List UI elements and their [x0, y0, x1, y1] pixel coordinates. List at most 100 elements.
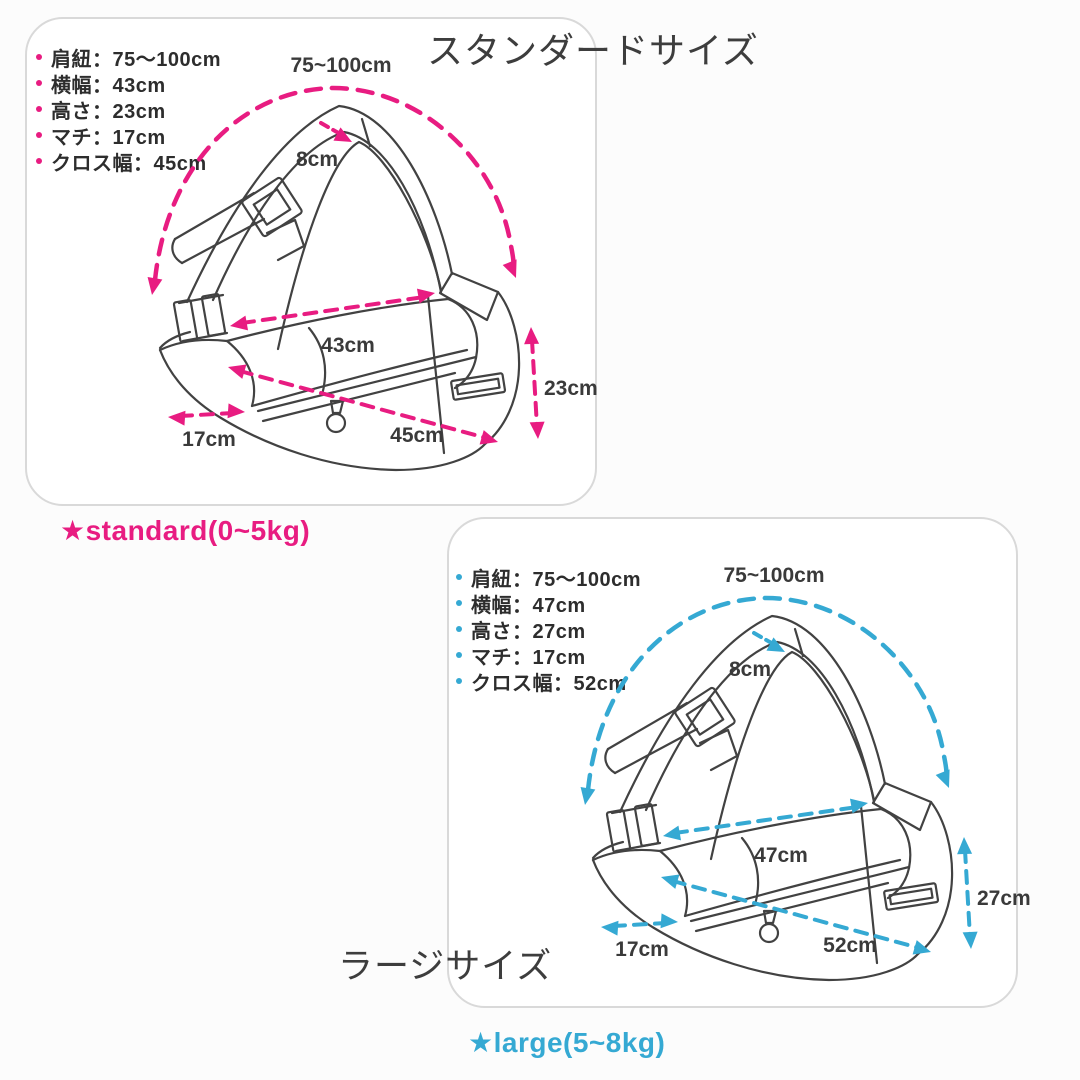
- spec-text: 横幅：43cm: [51, 74, 166, 97]
- bullet-dot-icon: [36, 54, 42, 60]
- height-label: 27cm: [977, 887, 1031, 910]
- bag-dome-edge: [709, 650, 876, 861]
- standard-title: スタンダードサイズ: [427, 30, 759, 71]
- pouch-bottom: [683, 858, 902, 918]
- height-arrow: [524, 327, 545, 439]
- spec-row: 高さ：23cm: [36, 96, 221, 123]
- spec-row: クロス幅：52cm: [456, 668, 641, 695]
- large-card: [447, 517, 1018, 1008]
- pouch-fold: [740, 836, 760, 907]
- left-tip-upper: [158, 330, 192, 350]
- zipper-line-2: [261, 371, 457, 423]
- bag-hull: [591, 800, 954, 982]
- zipper-pull: [758, 922, 780, 944]
- large-spec-list: 肩紐：75〜100cm 横幅：47cm 高さ：27cm マチ：17cm クロス幅…: [456, 564, 642, 695]
- bullet-dot-icon: [36, 132, 42, 138]
- bullet-dot-icon: [456, 626, 462, 632]
- strap-width-arrow: [752, 631, 785, 652]
- zipper-line: [689, 865, 911, 923]
- bullet-dot-icon: [456, 574, 462, 580]
- strap-tail-end: [604, 747, 617, 775]
- left-tip-top: [591, 848, 662, 862]
- large-caption: ★large(5~8kg): [468, 1027, 666, 1058]
- zipper-pull: [325, 412, 347, 434]
- standard-spec-list: 肩紐：75〜100cm 横幅：43cm 高さ：23cm マチ：17cm クロス幅…: [36, 44, 221, 175]
- strap-through-piece: [265, 218, 306, 262]
- bullet-dot-icon: [456, 678, 462, 684]
- pocket-slot-inner: [888, 887, 934, 906]
- strap-buckle-inner: [685, 698, 725, 736]
- strap-length-label: 75~100cm: [723, 564, 824, 587]
- pouch-fold: [307, 326, 327, 397]
- large-title: ラージサイズ: [338, 947, 553, 986]
- height-arrow: [957, 837, 978, 949]
- spec-row: マチ：17cm: [456, 642, 641, 669]
- spec-text: 高さ：23cm: [51, 100, 166, 123]
- bullet-dot-icon: [36, 158, 42, 164]
- height-label: 23cm: [544, 377, 598, 400]
- pocket-slot-inner: [455, 377, 501, 396]
- cross-width-arrow: [661, 874, 931, 955]
- strap-length-label: 75~100cm: [290, 54, 391, 77]
- zipper-tab: [329, 399, 345, 415]
- spec-text: マチ：17cm: [471, 646, 586, 669]
- bullet-dot-icon: [36, 80, 42, 86]
- strap-through-piece: [698, 728, 739, 772]
- spec-text: 肩紐：75〜100cm: [471, 568, 642, 591]
- width-arrow: [230, 288, 435, 331]
- pocket-slot-outer: [450, 372, 507, 401]
- width-arrow: [663, 798, 868, 841]
- gusset-arrow: [168, 403, 245, 426]
- width-label: 47cm: [754, 844, 808, 867]
- shoulder-strap-top-edge: [618, 614, 887, 814]
- spec-text: クロス幅：45cm: [51, 152, 207, 175]
- standard-caption: ★standard(0~5kg): [60, 515, 311, 546]
- zipper-line: [256, 355, 478, 413]
- width-label: 43cm: [321, 334, 375, 357]
- strap-buckle-inner: [252, 188, 292, 226]
- spec-text: クロス幅：52cm: [471, 672, 627, 695]
- bullet-dot-icon: [456, 652, 462, 658]
- spec-row: 横幅：43cm: [36, 70, 221, 97]
- zipper-line-2: [694, 881, 890, 933]
- zipper-tab: [762, 909, 778, 925]
- cross-width-arrow: [228, 364, 498, 445]
- bag-line-art: [591, 614, 954, 982]
- strap-length-arrow: [580, 595, 950, 805]
- shoulder-strap-top-edge: [185, 104, 454, 304]
- strap-tail-top: [606, 701, 689, 751]
- pouch-left-cap: [658, 849, 689, 918]
- spec-row: 高さ：27cm: [456, 616, 641, 643]
- spec-row: マチ：17cm: [36, 122, 221, 149]
- strap-anchor-piece: [438, 271, 500, 322]
- strap-tail-bottom: [613, 727, 699, 775]
- strap-tail-top: [173, 191, 256, 241]
- pouch-top: [658, 807, 883, 853]
- pouch-top: [225, 297, 450, 343]
- strap-tail-bottom: [180, 217, 266, 265]
- left-tip-top: [158, 338, 229, 352]
- bullet-dot-icon: [456, 600, 462, 606]
- bag-diagram-svg: 75~100cm 8cm 43cm 23cm 17cm 45cm: [147, 54, 598, 472]
- gusset-arrow: [601, 913, 678, 936]
- pouch-bottom: [250, 348, 469, 408]
- strap-width-arrow: [319, 121, 352, 142]
- cross-width-label: 52cm: [823, 934, 877, 957]
- strap-width-label: 8cm: [729, 658, 771, 681]
- strap-length-arrow: [147, 85, 517, 295]
- side-buckle-links: [177, 293, 229, 343]
- spec-row: 横幅：47cm: [456, 590, 641, 617]
- spec-row: クロス幅：45cm: [36, 148, 221, 175]
- spec-row: 肩紐：75〜100cm: [456, 564, 642, 591]
- pocket-slot-outer: [883, 882, 940, 911]
- side-buckle-links: [610, 803, 662, 853]
- bag-diagram-svg: 75~100cm 8cm 47cm 27cm 17cm 52cm: [580, 564, 1031, 982]
- strap-seam: [360, 117, 372, 148]
- gusset-label: 17cm: [615, 938, 669, 961]
- strap-anchor-piece: [871, 781, 933, 832]
- strap-width-label: 8cm: [296, 148, 338, 171]
- pouch-left-cap: [225, 339, 256, 408]
